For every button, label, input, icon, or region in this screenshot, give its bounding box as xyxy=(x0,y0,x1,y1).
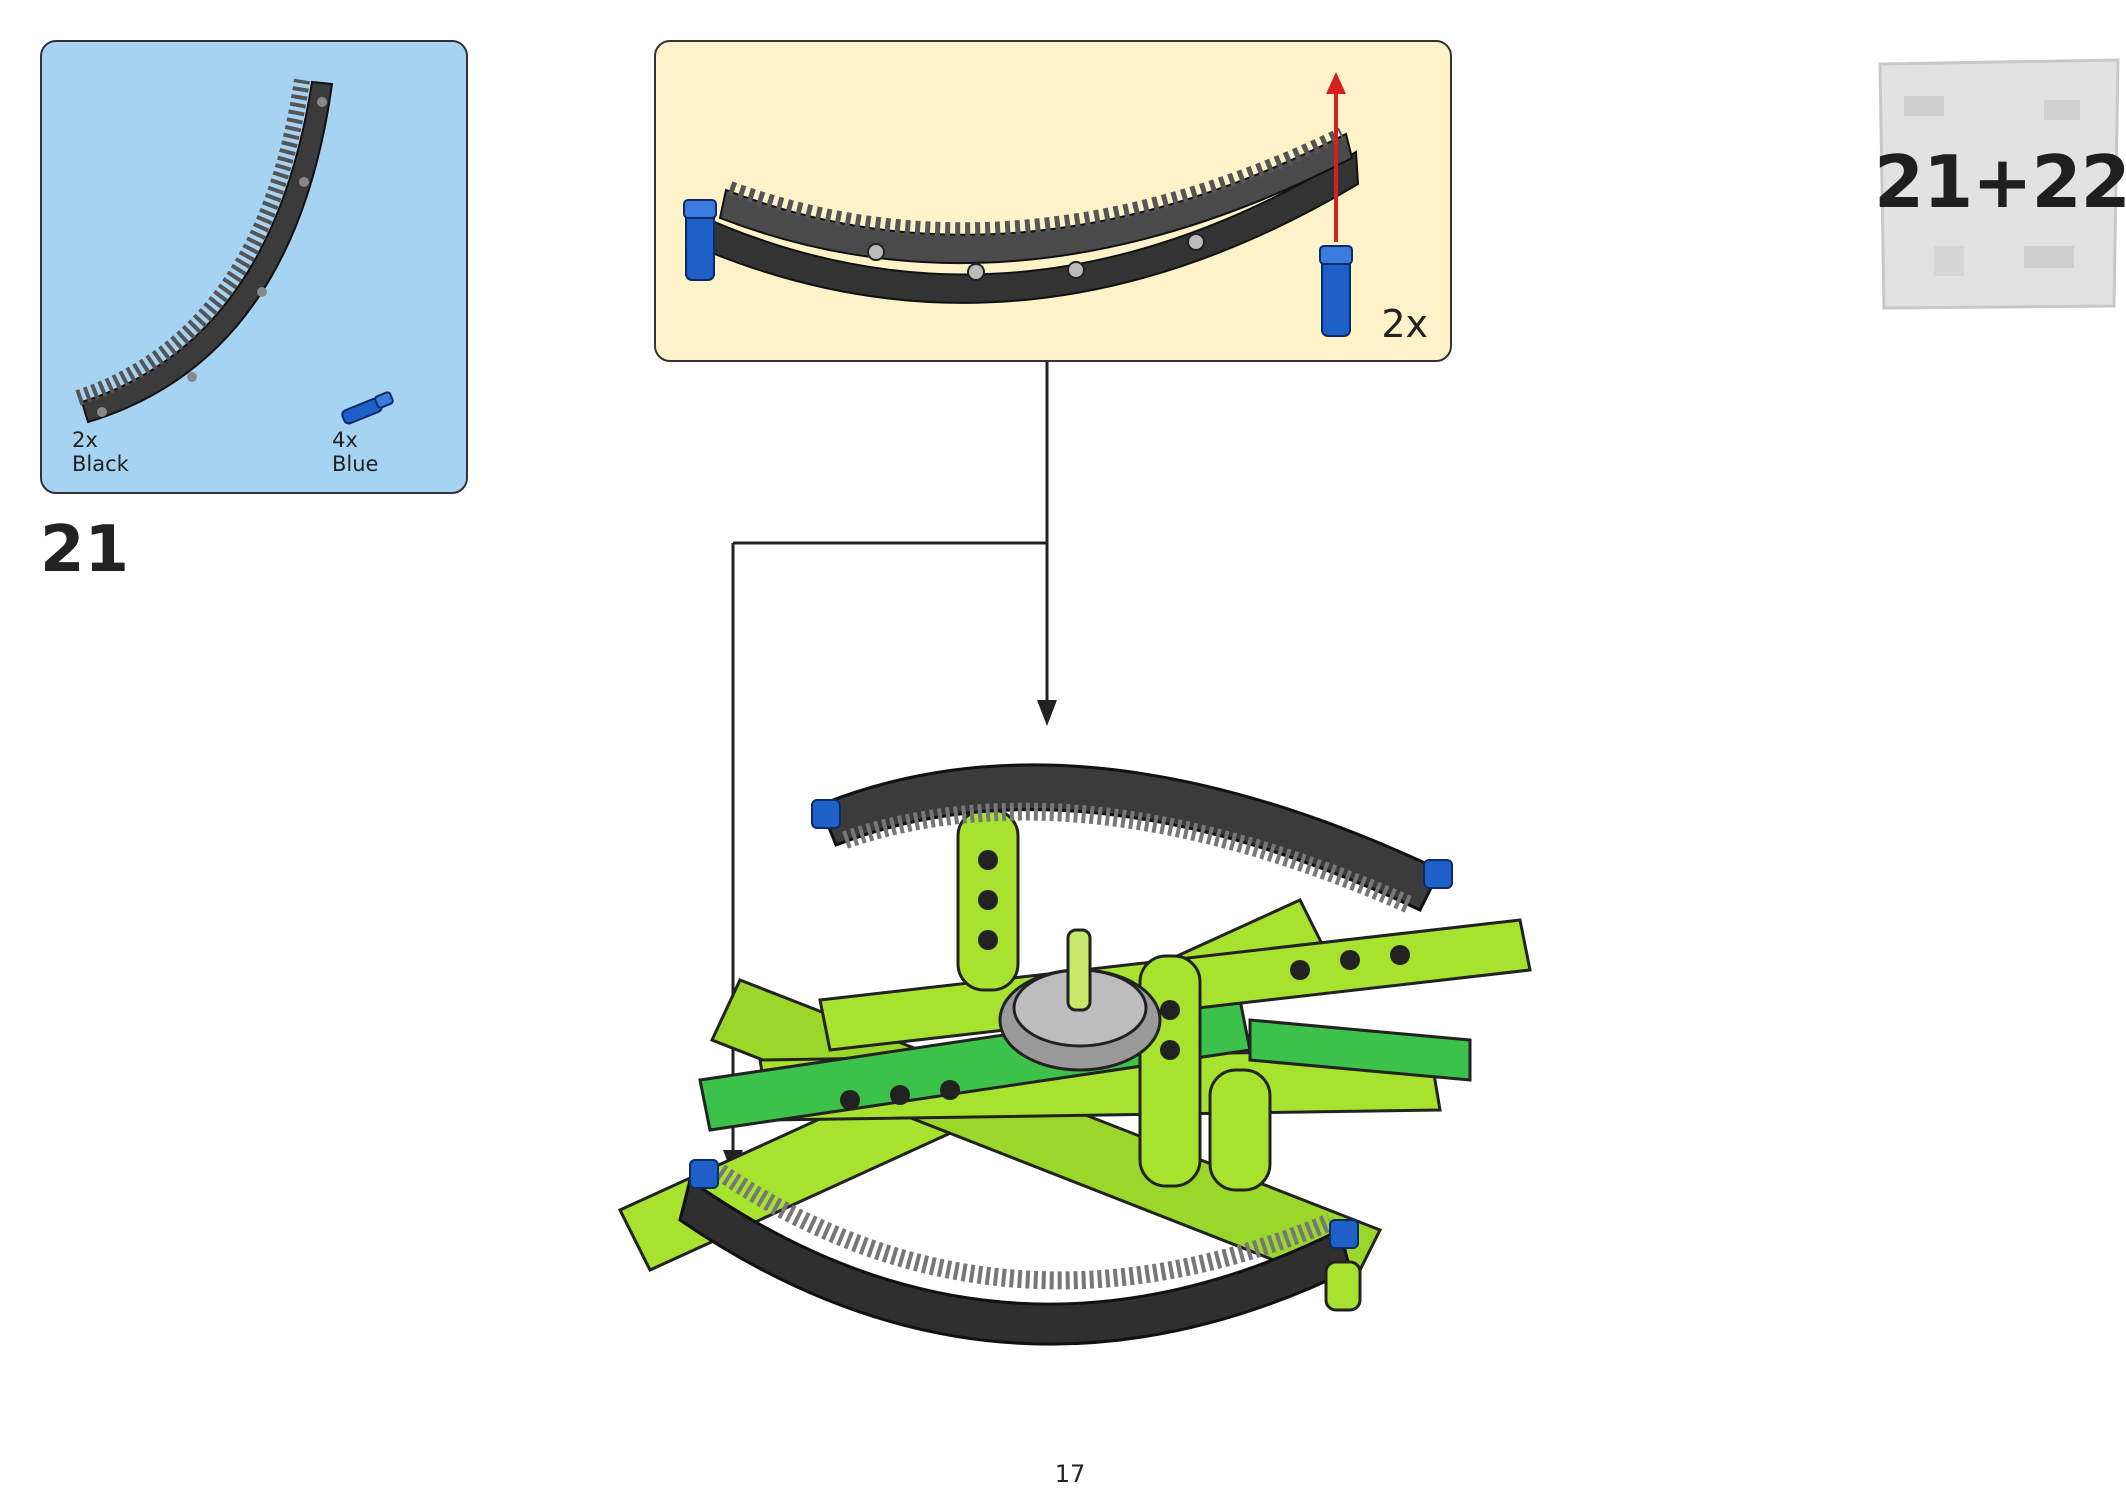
blue-pin-part-icon xyxy=(341,391,394,425)
submodel-rack-icon xyxy=(684,127,1360,304)
bag-icon xyxy=(1878,58,2120,310)
submodel-illustration xyxy=(683,72,1360,337)
submodel-box: 2x xyxy=(654,40,1452,362)
turntable-gear-icon xyxy=(998,928,1162,1072)
submodel-quantity: 2x xyxy=(1381,302,1428,346)
part-color: Blue xyxy=(332,452,379,476)
front-rack-icon xyxy=(678,1159,1362,1346)
step-number: 21 xyxy=(40,513,130,587)
part-quantity: 4x xyxy=(332,428,358,452)
submodel-left-pin-icon xyxy=(683,199,717,281)
curved-rack-part-icon xyxy=(75,78,334,424)
part-label-blue: 4x Blue xyxy=(332,428,378,476)
submodel-right-pin-icon xyxy=(1319,245,1353,337)
page-number: 17 xyxy=(1054,1460,1086,1488)
callout-arrow-head-icon xyxy=(1037,700,1057,726)
part-label-black: 2x Black xyxy=(72,428,129,476)
insert-arrow-icon xyxy=(1326,72,1346,242)
parts-bag: 21+22 xyxy=(1874,56,2126,312)
part-quantity: 2x xyxy=(72,428,98,452)
part-color: Black xyxy=(72,452,129,476)
bag-label: 21+22 xyxy=(1874,140,2126,224)
parts-list-box: 2x Black 4x Blue xyxy=(40,40,468,494)
parts-illustration xyxy=(75,78,394,425)
back-rack-icon xyxy=(811,763,1453,914)
